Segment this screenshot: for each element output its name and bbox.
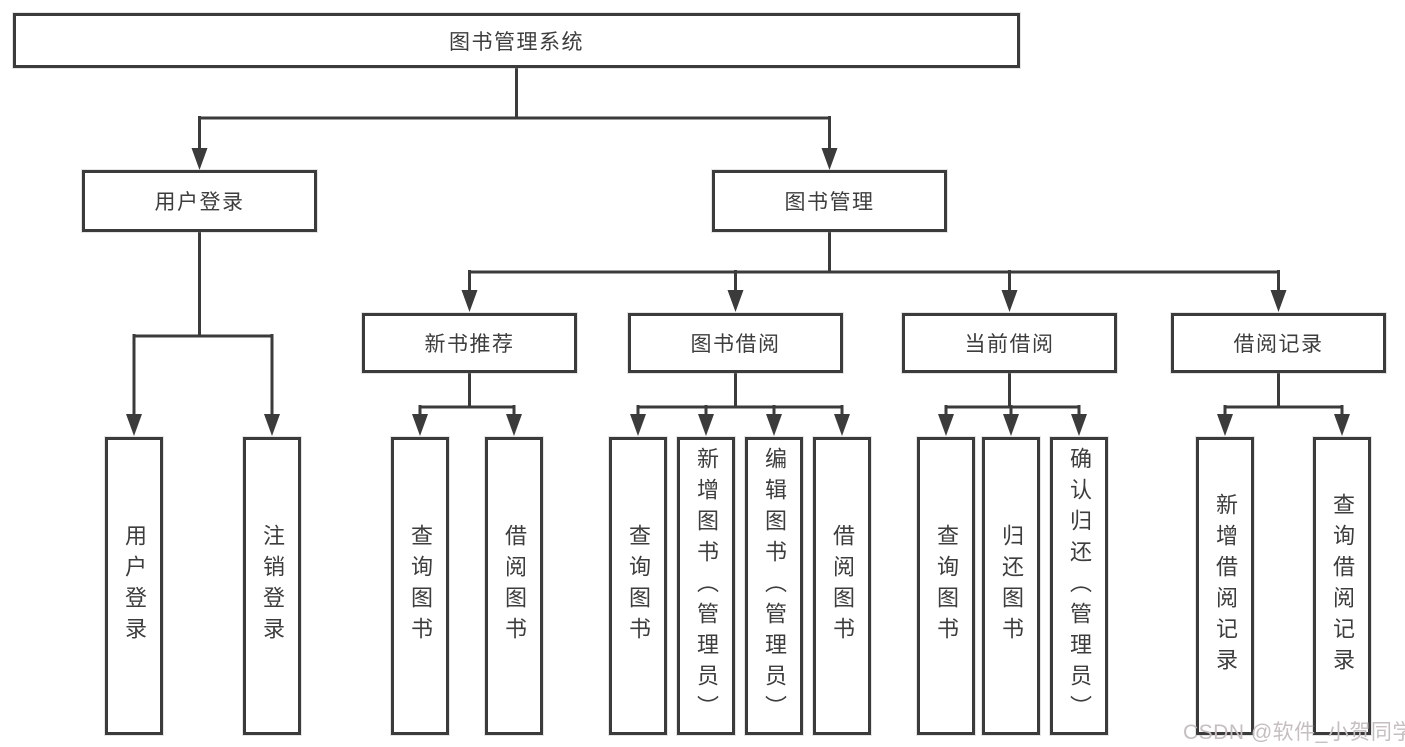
connector-new-book-to-children: [412, 373, 522, 436]
leaf-borrow-books-recommend: 借阅图书: [485, 437, 543, 735]
leaf-query-books-current: 查询图书: [917, 437, 975, 735]
leaf-confirm-return-admin: 确认归还（管理员）: [1050, 437, 1108, 735]
leaf-user-login: 用户登录: [105, 437, 163, 735]
node-root-system: 图书管理系统: [13, 13, 1020, 68]
leaf-user-login-label: 用户登录: [122, 524, 147, 648]
node-user-login: 用户登录: [82, 170, 317, 232]
connector-book-management-to-level3: [461, 232, 1287, 312]
leaf-query-books-current-label: 查询图书: [934, 524, 959, 648]
leaf-edit-books-admin-label: 编辑图书（管理员）: [762, 446, 787, 726]
connector-root-to-level2: [191, 68, 838, 170]
leaf-add-books-admin: 新增图书（管理员）: [677, 437, 735, 735]
leaf-return-books-label: 归还图书: [999, 524, 1024, 648]
leaf-add-borrow-record-label: 新增借阅记录: [1213, 493, 1238, 679]
node-new-book-recommendation-label: 新书推荐: [424, 333, 515, 356]
node-new-book-recommendation: 新书推荐: [362, 313, 577, 373]
leaf-add-borrow-record: 新增借阅记录: [1196, 437, 1254, 735]
leaf-logout-label: 注销登录: [260, 524, 285, 648]
leaf-borrow-books: 借阅图书: [813, 437, 871, 735]
node-root-label: 图书管理系统: [449, 30, 584, 54]
connector-borrow-records-to-children: [1217, 373, 1350, 436]
leaf-query-borrow-record-label: 查询借阅记录: [1330, 493, 1355, 679]
leaf-return-books: 归还图书: [982, 437, 1040, 735]
node-book-borrowing-label: 图书借阅: [690, 333, 781, 356]
node-book-management-label: 图书管理: [784, 191, 875, 214]
connector-book-borrow-to-children: [630, 373, 850, 436]
node-current-borrowing-label: 当前借阅: [964, 333, 1055, 356]
leaf-borrow-books-recommend-label: 借阅图书: [502, 524, 527, 648]
node-book-management: 图书管理: [712, 170, 947, 232]
leaf-query-books-borrow: 查询图书: [609, 437, 667, 735]
node-borrowing-records: 借阅记录: [1171, 313, 1386, 373]
leaf-confirm-return-admin-label: 确认归还（管理员）: [1067, 446, 1092, 726]
node-current-borrowing: 当前借阅: [902, 313, 1117, 373]
node-book-borrowing: 图书借阅: [628, 313, 843, 373]
leaf-edit-books-admin: 编辑图书（管理员）: [745, 437, 803, 735]
watermark: CSDN @软件_小贺同学: [1183, 721, 1405, 744]
leaf-add-books-admin-label: 新增图书（管理员）: [694, 446, 719, 726]
node-user-login-label: 用户登录: [154, 191, 245, 214]
leaf-query-books-borrow-label: 查询图书: [626, 524, 651, 648]
connector-user-login-to-children: [126, 232, 280, 436]
leaf-query-books-recommend: 查询图书: [391, 437, 449, 735]
leaf-query-books-recommend-label: 查询图书: [408, 524, 433, 648]
connector-current-borrow-to-children: [938, 373, 1087, 436]
node-borrowing-records-label: 借阅记录: [1233, 333, 1324, 356]
leaf-borrow-books-label: 借阅图书: [830, 524, 855, 648]
leaf-logout: 注销登录: [243, 437, 301, 735]
leaf-query-borrow-record: 查询借阅记录: [1313, 437, 1371, 735]
